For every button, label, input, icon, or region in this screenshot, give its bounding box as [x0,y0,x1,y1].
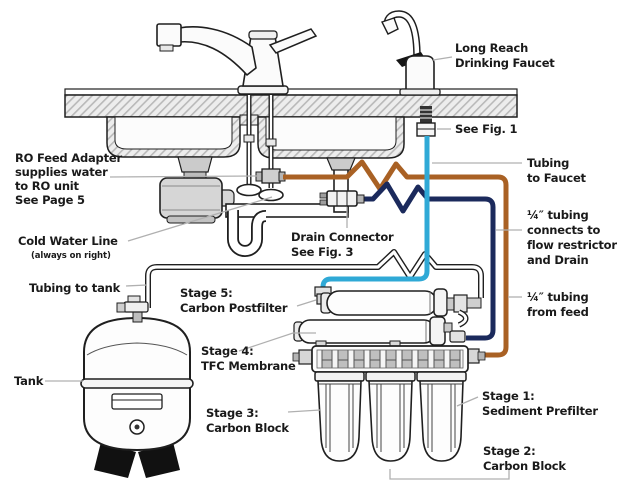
label-drain-connector-2: See Fig. 3 [291,245,353,259]
label-cold-water-line-note: (always on right) [31,251,111,261]
drinking-faucet [381,10,441,137]
label-stage-3: Stage 3: [206,406,259,420]
kitchen-faucet [156,23,318,95]
left-sink-basin [106,116,241,158]
label-ro-feed-adapter: RO Feed Adapter [15,151,122,165]
label-stage-1-2: Sediment Prefilter [482,404,598,418]
label-quarter-tubing-feed: ¼″ tubing [527,290,589,304]
label-cold-water-line: Cold Water Line [18,234,118,248]
label-ro-feed-adapter-3: to RO unit [15,179,80,193]
label-quarter-tubing-flow-2: connects to [527,223,601,237]
leader-ro-feed-adapter [109,175,259,178]
leader-stage-3 [287,409,321,413]
label-quarter-tubing-feed-2: from feed [527,305,589,319]
label-stage-1: Stage 1: [482,389,535,403]
kitchen-faucet-spout-tip [156,23,182,47]
cold-shutoff-valve [258,188,284,202]
label-tubing-to-faucet: Tubing [527,156,569,170]
kitchen-faucet-spout [178,26,257,76]
flow-restrictor [449,330,466,343]
label-see-fig-1: See Fig. 1 [455,122,517,136]
filter-housing-stage2 [365,371,416,462]
ro-filter-unit [292,286,486,462]
label-stage-4: Stage 4: [201,344,254,358]
hot-shutoff-valve [236,183,262,197]
tank-foot-right [138,442,180,478]
garbage-disposal [159,156,235,224]
leader-stage-2 [389,469,510,480]
tank-foot-left [94,442,136,478]
label-drain-connector: Drain Connector [291,230,394,244]
drinking-faucet-spout-tip [381,17,399,35]
leader-long-reach-faucet [432,56,453,61]
label-tubing-to-faucet-2: to Faucet [527,171,587,185]
label-quarter-tubing-flow-3: flow restrictor [527,238,617,252]
leader-cold-water-line [127,196,273,242]
label-stage-4-2: TFC Membrane [201,359,296,373]
label-ro-feed-adapter-2: supplies water [15,165,108,179]
mounting-bracket [292,345,486,373]
label-quarter-tubing-flow: ¼″ tubing [527,208,589,222]
drain-connector-clamp [319,190,365,207]
faucet-tubing-cyan [320,136,430,293]
filter-housing-stage1 [416,371,467,462]
countertop [64,88,518,118]
label-stage-5-2: Carbon Postfilter [180,301,288,315]
leader-stage-4 [238,332,316,352]
label-long-reach-faucet-2: Drinking Faucet [455,56,555,70]
label-quarter-tubing-flow-4: and Drain [527,253,589,267]
storage-tank [80,295,194,478]
label-stage-3-2: Carbon Block [206,421,289,435]
stage5-postfilter [320,288,482,317]
labels: Long Reach Drinking Faucet See Fig. 1 Tu… [14,41,618,473]
label-ro-feed-adapter-4: See Page 5 [15,193,85,207]
ro-feed-adapter [255,168,286,184]
label-long-reach-faucet: Long Reach [455,41,528,55]
right-sink-basin [257,116,405,159]
label-tank: Tank [14,374,44,388]
faucet-stem [420,106,432,124]
stage4-membrane [293,316,466,348]
label-stage-2-2: Carbon Block [483,459,566,473]
leader-stage-1 [456,396,479,407]
hot-supply-line [236,95,262,197]
feed-tubing-brown [283,159,509,358]
kitchen-faucet-handle [268,28,318,54]
leader-lines [45,56,522,480]
label-stage-5: Stage 5: [180,286,233,300]
leader-stage-5 [296,299,317,307]
right-drain-flange [326,157,356,171]
leader-tubing-to-tank [125,284,148,287]
filter-housing-stage3 [314,371,365,462]
tank-label-plate [111,393,163,410]
label-tubing-to-tank: Tubing to tank [29,281,121,295]
tank-valve [116,295,149,323]
label-stage-2: Stage 2: [483,444,536,458]
